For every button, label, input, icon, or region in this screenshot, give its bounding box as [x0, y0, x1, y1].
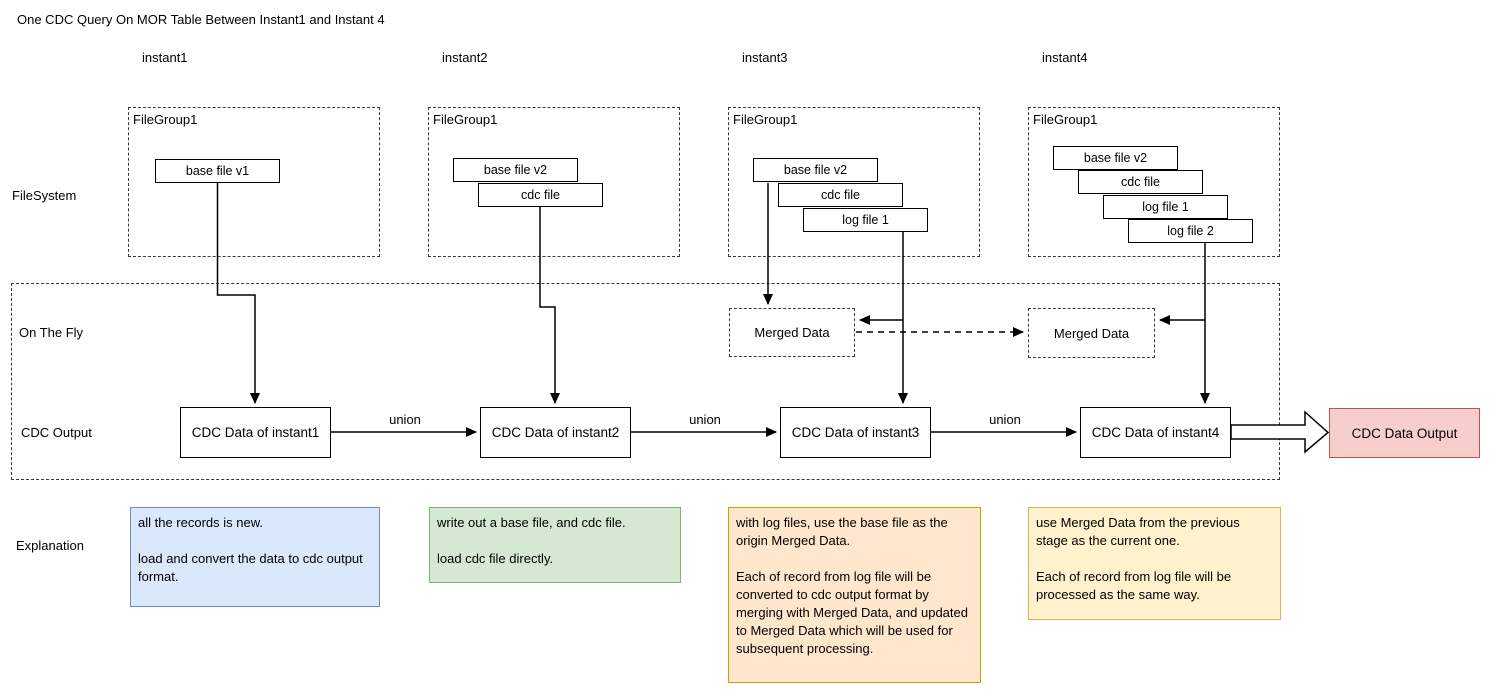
- filegroup-label: FileGroup1: [1033, 112, 1098, 127]
- cdc-data-box-instant4: CDC Data of instant4: [1080, 407, 1231, 458]
- filegroup-box-instant3: FileGroup1: [728, 107, 980, 257]
- column-label-instant4: instant4: [1042, 50, 1088, 65]
- row-label-on-the-fly: On The Fly: [19, 325, 84, 340]
- union-label-3: union: [989, 412, 1021, 427]
- merged-data-box-instant3: Merged Data: [729, 308, 855, 357]
- file-box-log-file-1: log file 1: [803, 208, 928, 232]
- union-label-1: union: [389, 412, 421, 427]
- file-box-base-file-v2: base file v2: [1053, 146, 1178, 170]
- file-box-log-file-2: log file 2: [1128, 219, 1253, 243]
- row-label-filesystem: FileSystem: [12, 188, 77, 203]
- file-box-cdc-file: cdc file: [1078, 170, 1203, 194]
- column-label-instant3: instant3: [742, 50, 788, 65]
- filegroup-label: FileGroup1: [133, 112, 198, 127]
- explanation-box-instant1: all the records is new. load and convert…: [130, 507, 380, 607]
- explanation-box-instant3: with log files, use the base file as the…: [728, 507, 981, 683]
- file-box-base-file-v1: base file v1: [155, 159, 280, 183]
- file-box-log-file-1: log file 1: [1103, 195, 1228, 219]
- row-label-cdc-output: CDC Output: [21, 425, 92, 440]
- filegroup-label: FileGroup1: [733, 112, 798, 127]
- file-box-base-file-v2: base file v2: [753, 158, 878, 182]
- filegroup-box-instant4: FileGroup1: [1028, 107, 1280, 257]
- file-box-base-file-v2: base file v2: [453, 158, 578, 182]
- filegroup-label: FileGroup1: [433, 112, 498, 127]
- column-label-instant1: instant1: [142, 50, 188, 65]
- filegroup-box-instant2: FileGroup1: [428, 107, 680, 257]
- column-label-instant2: instant2: [442, 50, 488, 65]
- on-the-fly-cdc-output-container: [11, 283, 1280, 480]
- explanation-box-instant2: write out a base file, and cdc file. loa…: [429, 507, 681, 583]
- page-title: One CDC Query On MOR Table Between Insta…: [17, 12, 385, 27]
- cdc-data-box-instant3: CDC Data of instant3: [780, 407, 931, 458]
- cdc-data-output-box: CDC Data Output: [1329, 408, 1480, 458]
- cdc-data-box-instant2: CDC Data of instant2: [480, 407, 631, 458]
- explanation-box-instant4: use Merged Data from the previous stage …: [1028, 507, 1281, 620]
- cdc-data-box-instant1: CDC Data of instant1: [180, 407, 331, 458]
- union-label-2: union: [689, 412, 721, 427]
- row-label-explanation: Explanation: [16, 538, 84, 553]
- file-box-cdc-file: cdc file: [778, 183, 903, 207]
- file-box-cdc-file: cdc file: [478, 183, 603, 207]
- merged-data-box-instant4: Merged Data: [1028, 308, 1155, 358]
